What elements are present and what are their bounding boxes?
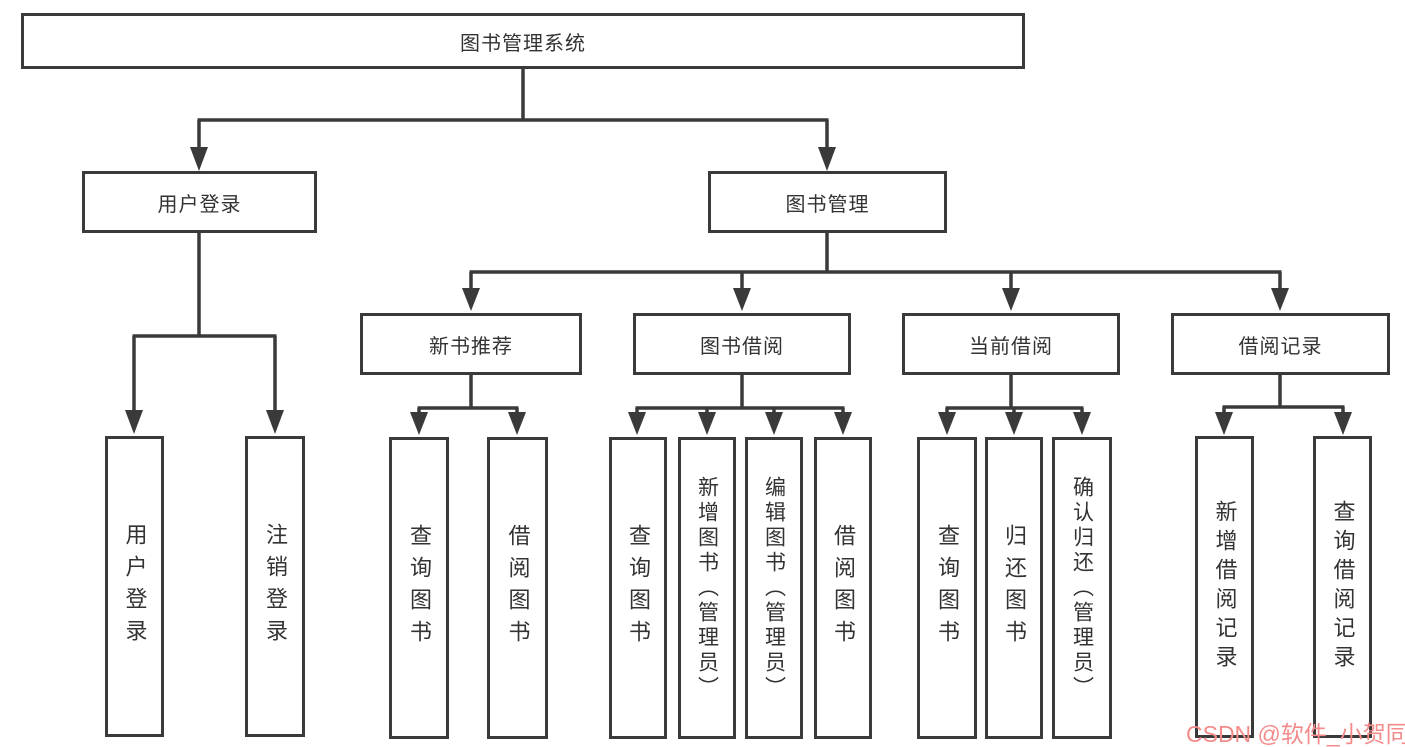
node-edit-book-admin: 编辑图书（管理员） — [745, 437, 803, 739]
node-label: 查询借阅记录 — [1330, 500, 1356, 674]
node-borrow-books-1: 借阅图书 — [487, 437, 548, 739]
connector-new-book-recommend-to-leaves — [410, 375, 526, 435]
node-label: 新增借阅记录 — [1212, 500, 1238, 674]
connector-borrow-records-to-leaves — [1215, 375, 1352, 435]
connector-current-borrow-to-leaves — [938, 375, 1091, 435]
node-label: 图书管理系统 — [460, 32, 586, 55]
node-book-management: 图书管理 — [708, 171, 947, 233]
watermark: CSDN @软件_小贺同学 — [1186, 721, 1405, 747]
node-label: 归还图书 — [1002, 524, 1027, 652]
node-new-book-recommend: 新书推荐 — [360, 313, 582, 375]
node-label: 当前借阅 — [969, 335, 1053, 358]
node-label: 用户登录 — [122, 522, 148, 651]
node-user-login: 用户登录 — [82, 171, 317, 233]
node-label: 借阅图书 — [831, 524, 856, 652]
node-query-books-2: 查询图书 — [609, 437, 667, 739]
node-label: 查询图书 — [626, 524, 651, 652]
connector-user-login-to-leaves — [125, 233, 284, 434]
node-query-books-1: 查询图书 — [389, 437, 449, 739]
node-confirm-return-admin: 确认归还（管理员） — [1052, 437, 1112, 739]
node-label: 图书借阅 — [700, 335, 784, 358]
node-return-books: 归还图书 — [985, 437, 1043, 739]
connector-root-to-level2 — [190, 69, 836, 171]
node-add-book-admin: 新增图书（管理员） — [678, 437, 736, 739]
connector-book-management-to-level3 — [462, 233, 1289, 311]
node-label: 查询图书 — [935, 524, 960, 652]
node-query-books-3: 查询图书 — [917, 437, 977, 739]
node-label: 注销登录 — [263, 522, 288, 651]
node-user-login-leaf: 用户登录 — [105, 436, 164, 737]
node-label: 新增图书（管理员） — [695, 475, 719, 701]
connector-book-borrow-to-leaves — [628, 375, 852, 435]
node-label: 新书推荐 — [429, 335, 513, 358]
node-label: 编辑图书（管理员） — [762, 475, 786, 701]
node-logout-leaf: 注销登录 — [245, 436, 305, 737]
node-label: 查询图书 — [407, 524, 432, 652]
node-borrow-records: 借阅记录 — [1171, 313, 1390, 375]
node-borrow-books-2: 借阅图书 — [814, 437, 872, 739]
node-add-borrow-record: 新增借阅记录 — [1195, 436, 1254, 738]
node-current-borrow: 当前借阅 — [902, 313, 1120, 375]
node-label: 用户登录 — [157, 193, 242, 216]
node-label: 确认归还（管理员） — [1070, 475, 1094, 701]
node-book-borrow: 图书借阅 — [633, 313, 851, 375]
node-library-system: 图书管理系统 — [21, 13, 1025, 69]
node-query-borrow-record: 查询借阅记录 — [1313, 436, 1372, 738]
node-label: 图书管理 — [785, 193, 870, 216]
node-label: 借阅记录 — [1238, 335, 1323, 358]
node-label: 借阅图书 — [505, 524, 531, 652]
